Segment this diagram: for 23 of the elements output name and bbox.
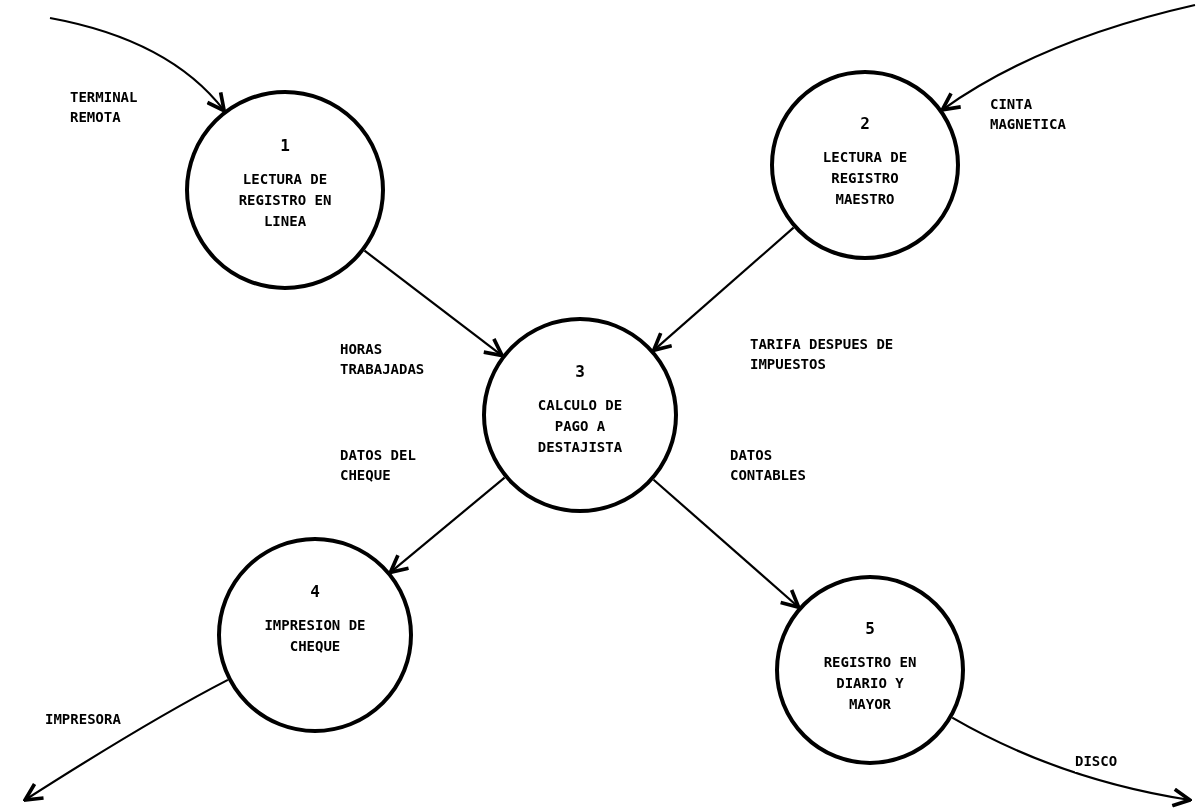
arrow — [49, 16, 226, 113]
process-circle — [217, 537, 413, 733]
process-circle — [185, 90, 385, 290]
process-circle — [770, 70, 960, 260]
arrow — [652, 478, 801, 610]
arrow — [951, 716, 1192, 808]
process-number: 3 — [575, 362, 585, 382]
arrow — [363, 249, 504, 358]
process-number: 5 — [865, 619, 875, 639]
process-label: LECTURA DE REGISTRO EN LINEA — [237, 170, 333, 232]
process-number: 4 — [310, 582, 320, 602]
process-number: 2 — [860, 114, 870, 134]
process-label: CALCULO DE PAGO A DESTAJISTA — [536, 396, 624, 458]
process-label: IMPRESION DE CHEQUE — [263, 616, 367, 657]
arrow — [940, 3, 1196, 112]
arrow — [23, 678, 229, 802]
arrow — [651, 226, 795, 353]
process-label: LECTURA DE REGISTRO MAESTRO — [821, 148, 909, 210]
process-number: 1 — [280, 136, 290, 156]
arrow — [388, 476, 506, 575]
process-label: REGISTRO EN DIARIO Y MAYOR — [822, 653, 918, 715]
process-circle — [482, 317, 678, 513]
process-circle — [775, 575, 965, 765]
